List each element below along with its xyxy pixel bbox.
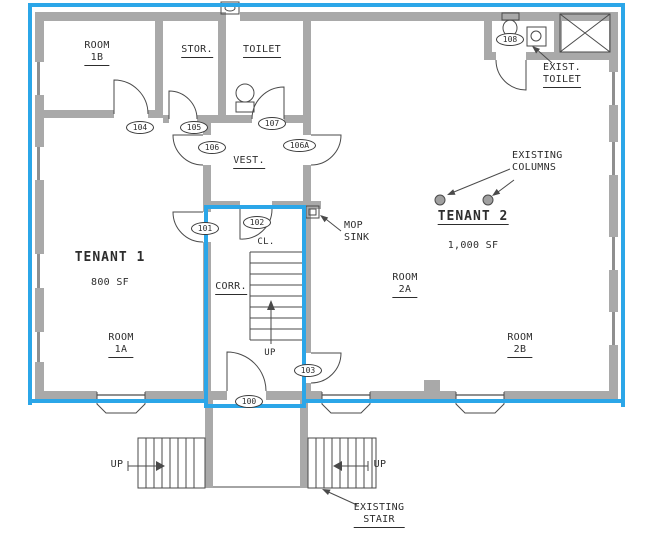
door-swing-100 bbox=[226, 351, 267, 392]
tenant2-label: TENANT 2 bbox=[437, 209, 509, 225]
door-tag-104: 104 bbox=[126, 121, 154, 134]
columns-leader-1 bbox=[448, 168, 511, 195]
mop-sink-label: MOP SINK bbox=[344, 220, 370, 243]
door-tag-107: 107 bbox=[258, 117, 286, 130]
door-tag-101: 101 bbox=[191, 222, 219, 235]
door-tag-105: 105 bbox=[180, 121, 208, 134]
up-label-right: UP bbox=[373, 459, 387, 470]
door-tag-103: 103 bbox=[294, 364, 322, 377]
exist-toilet-label: EXIST. TOILET bbox=[543, 62, 581, 88]
exist-sink-fixture bbox=[526, 26, 547, 47]
tenant2-area-label: 1,000 SF bbox=[447, 240, 499, 251]
door-swing-101 bbox=[172, 211, 204, 243]
toilet-fixture bbox=[235, 83, 255, 113]
door-swing-102 bbox=[239, 208, 273, 240]
door-tag-100: 100 bbox=[235, 395, 263, 408]
arrowheads bbox=[156, 46, 540, 495]
exterior-stair-right bbox=[307, 437, 377, 489]
door-swing-103 bbox=[310, 352, 342, 384]
column bbox=[434, 194, 446, 206]
door-swing-104 bbox=[113, 79, 149, 115]
existing-stair-label: EXISTING STAIR bbox=[353, 502, 405, 528]
door-tag-102: 102 bbox=[243, 216, 271, 229]
stor-label: STOR. bbox=[181, 44, 213, 58]
door-tag-106: 106 bbox=[198, 141, 226, 154]
exterior-stair-left bbox=[137, 437, 206, 489]
closet-label: CL. bbox=[257, 237, 275, 247]
tenant1-label: TENANT 1 bbox=[74, 250, 146, 265]
windows bbox=[37, 62, 615, 396]
existing-stair-leader bbox=[323, 489, 358, 506]
room-1b-label: ROOM 1B bbox=[84, 40, 110, 66]
corridor-label: CORR. bbox=[215, 281, 247, 295]
door-tag-108: 108 bbox=[496, 33, 524, 46]
existing-columns bbox=[434, 194, 494, 206]
door-tag-106a: 106A bbox=[283, 139, 316, 152]
column bbox=[482, 194, 494, 206]
existing-columns-label: EXISTING COLUMNS bbox=[512, 150, 563, 173]
toilet-label: TOILET bbox=[243, 44, 281, 58]
door-swing-108 bbox=[495, 59, 527, 91]
room-2a-label: ROOM 2A bbox=[392, 272, 418, 298]
up-arrow-left bbox=[127, 461, 156, 471]
room-1a-label: ROOM 1A bbox=[108, 332, 134, 358]
up-arrow-right bbox=[342, 461, 369, 471]
door-swing-105 bbox=[168, 90, 198, 120]
door-swing-106 bbox=[172, 134, 204, 166]
up-label-left: UP bbox=[110, 459, 124, 470]
shower-fixture bbox=[559, 13, 611, 53]
room-2b-label: ROOM 2B bbox=[507, 332, 533, 358]
up-label-interior: UP bbox=[264, 348, 276, 358]
door-swing-106a bbox=[310, 134, 342, 166]
linework bbox=[96, 1, 611, 506]
walls bbox=[35, 12, 618, 488]
tenant1-area-label: 800 SF bbox=[91, 277, 129, 288]
interior-stair-treads bbox=[249, 251, 303, 341]
door-swing-107 bbox=[251, 86, 285, 120]
vest-label: VEST. bbox=[233, 155, 265, 169]
